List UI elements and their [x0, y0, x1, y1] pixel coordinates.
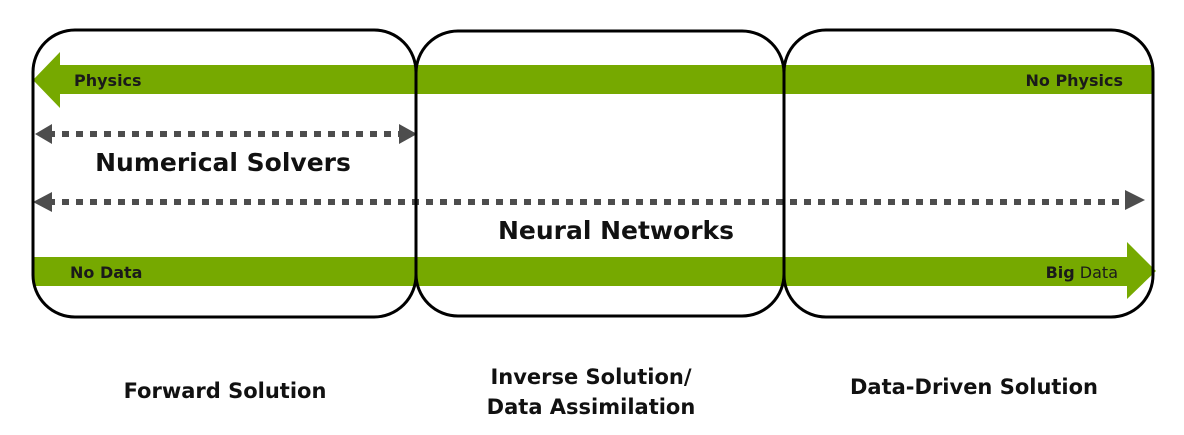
inverse-solution-caption-line-1: Inverse Solution/	[490, 365, 692, 389]
inverse-solution-caption-line-2: Data Assimilation	[486, 395, 696, 419]
numerical-solvers-label: Numerical Solvers	[95, 148, 351, 177]
numerical-solvers-arrowhead-left	[35, 124, 52, 144]
physics-bar-body	[60, 65, 1152, 94]
physics-bar: Physics No Physics	[33, 52, 1152, 108]
neural-networks-arrow	[33, 190, 1145, 212]
data-driven-solution-caption: Data-Driven Solution	[824, 372, 1124, 402]
data-driven-solution-box	[782, 28, 1155, 319]
big-data-label-bold: Big	[1046, 263, 1075, 282]
physics-label: Physics	[74, 71, 142, 90]
inverse-solution-caption: Inverse Solution/ Data Assimilation	[460, 362, 722, 422]
data-arrowhead-right	[1127, 242, 1156, 299]
data-bar: No Data Big Data	[34, 242, 1156, 299]
big-data-label-normal: Data	[1075, 263, 1118, 282]
numerical-solvers-arrowhead-right	[399, 124, 417, 144]
neural-networks-arrowhead-right	[1125, 190, 1145, 210]
forward-solution-caption: Forward Solution	[94, 376, 356, 406]
forward-solution-caption-line: Forward Solution	[123, 379, 327, 403]
neural-networks-arrowhead-left	[33, 192, 52, 212]
big-data-label: Big Data	[1046, 263, 1118, 282]
no-data-label: No Data	[70, 263, 142, 282]
data-bar-body	[34, 257, 1129, 286]
no-physics-label: No Physics	[1025, 71, 1123, 90]
neural-networks-label: Neural Networks	[498, 216, 734, 245]
physics-arrowhead-left	[33, 52, 60, 108]
numerical-solvers-arrow	[35, 124, 417, 144]
data-driven-solution-caption-line: Data-Driven Solution	[849, 375, 1099, 399]
